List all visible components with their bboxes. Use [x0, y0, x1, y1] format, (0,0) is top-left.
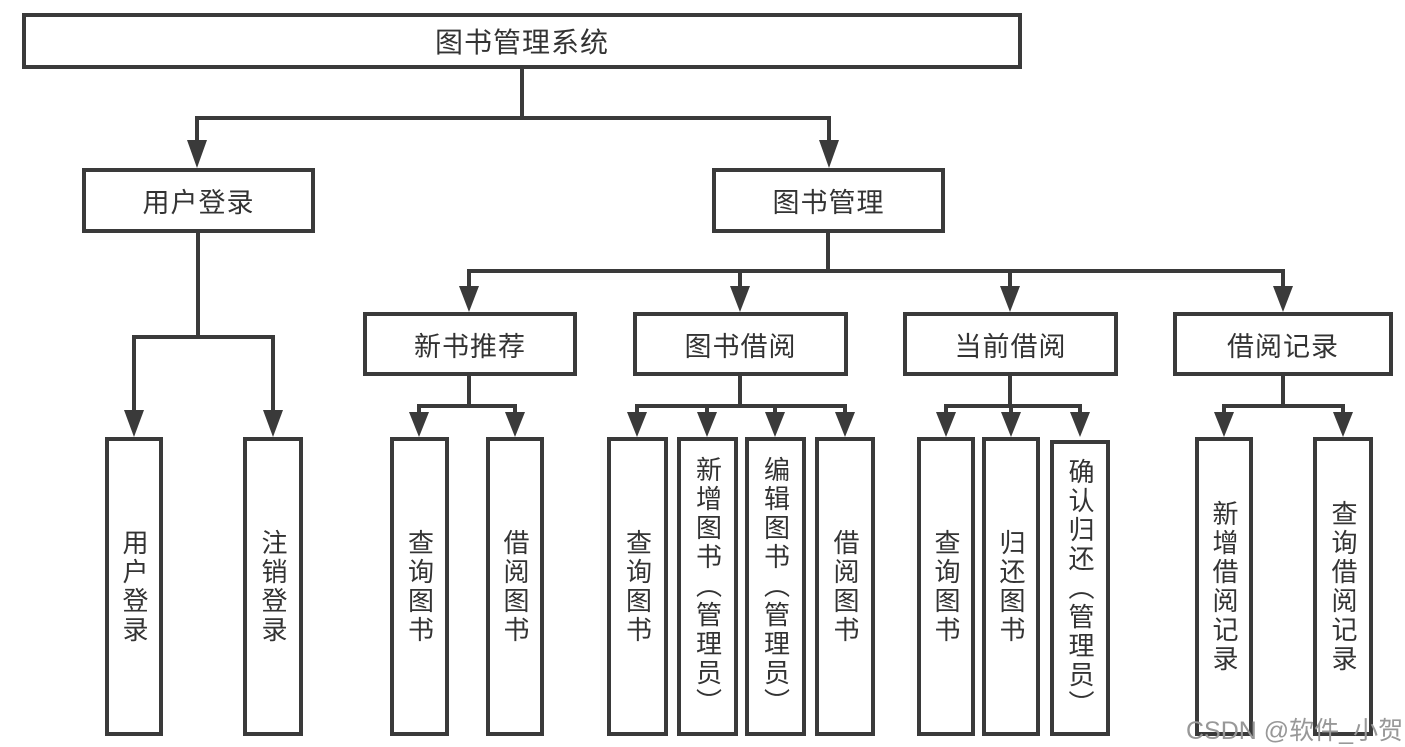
node-label: 确认归还（管理员）: [1065, 457, 1095, 719]
leaf-bb-borrow-books: 借阅图书: [815, 437, 875, 736]
node-label: 查询图书: [622, 528, 653, 645]
node-label: 当前借阅: [954, 331, 1067, 362]
leaf-cb-return-books: 归还图书: [982, 437, 1040, 736]
connector-book-borrowing-to-leaves: [627, 375, 855, 437]
connector-new-book-recommend-to-leaves: [409, 375, 525, 437]
leaf-user-login: 用户登录: [105, 437, 163, 736]
node-label: 查询图书: [404, 528, 435, 645]
node-label: 借阅图书: [500, 528, 530, 645]
node-current-borrowing: 当前借阅: [903, 312, 1118, 376]
leaf-bb-edit-books-admin: 编辑图书（管理员）: [745, 437, 806, 736]
connector-current-borrowing-to-leaves: [936, 375, 1090, 437]
node-borrowing-records: 借阅记录: [1173, 312, 1393, 376]
node-label: 归还图书: [996, 528, 1026, 645]
node-label: 新增借阅记录: [1209, 499, 1239, 674]
node-label: 图书借阅: [684, 331, 797, 362]
leaf-nbr-borrow-books: 借阅图书: [486, 437, 544, 736]
node-label: 新书推荐: [414, 331, 526, 362]
node-label: 查询借阅记录: [1328, 499, 1358, 674]
leaf-logout: 注销登录: [243, 437, 303, 736]
node-new-book-recommend: 新书推荐: [363, 312, 577, 376]
node-label: 新增图书（管理员）: [692, 456, 723, 717]
node-label: 用户登录: [119, 528, 149, 645]
node-label: 编辑图书（管理员）: [760, 456, 791, 717]
connector-root-to-level2: [187, 69, 839, 168]
leaf-cb-confirm-return-admin: 确认归还（管理员）: [1050, 440, 1110, 736]
connector-book-management-to-level3: [459, 233, 1293, 312]
leaf-bb-query-books: 查询图书: [607, 437, 668, 736]
node-label: 查询图书: [931, 528, 961, 645]
leaf-nbr-query-books: 查询图书: [390, 437, 449, 736]
node-label: 注销登录: [258, 528, 288, 645]
node-label: 借阅图书: [830, 528, 860, 645]
watermark: CSDN @软件_小贺同学: [1186, 717, 1405, 745]
node-label: 借阅记录: [1227, 331, 1339, 362]
leaf-br-query-record: 查询借阅记录: [1313, 437, 1373, 736]
node-book-management: 图书管理: [712, 168, 945, 233]
node-label: 用户登录: [142, 188, 255, 218]
node-label: 图书管理系统: [434, 27, 609, 58]
leaf-bb-add-books-admin: 新增图书（管理员）: [677, 437, 738, 736]
node-library-management-system: 图书管理系统: [22, 13, 1022, 69]
node-label: 图书管理: [772, 188, 885, 218]
leaf-br-add-record: 新增借阅记录: [1195, 437, 1253, 736]
node-book-borrowing: 图书借阅: [633, 312, 848, 376]
connector-user-login-to-leaves: [124, 233, 283, 437]
connector-borrowing-records-to-leaves: [1214, 375, 1353, 437]
leaf-cb-query-books: 查询图书: [917, 437, 975, 736]
node-user-login: 用户登录: [82, 168, 315, 233]
